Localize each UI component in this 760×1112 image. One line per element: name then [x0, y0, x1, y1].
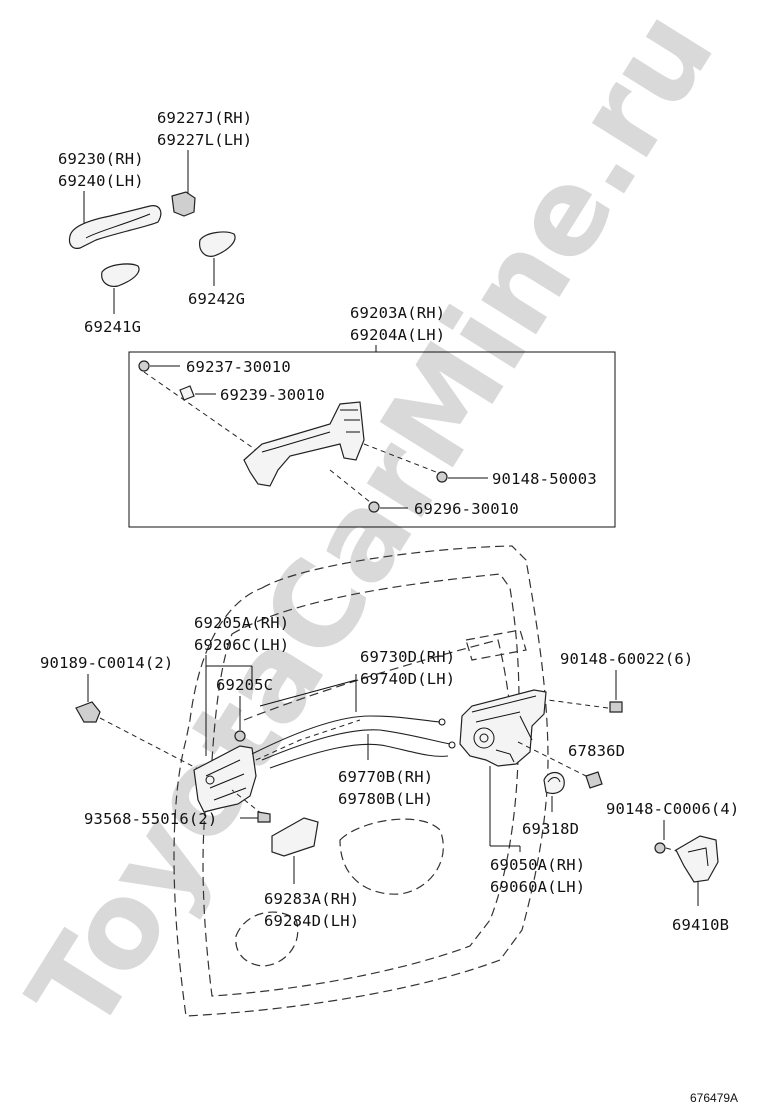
label-69227l[interactable]: 69227L(LH)	[157, 131, 252, 149]
label-69296[interactable]: 69296-30010	[414, 500, 519, 518]
control-cable-upper	[251, 715, 441, 755]
door-clip-part	[75, 701, 101, 723]
frame-assembly-box	[128, 351, 616, 528]
handle-bezel-part	[271, 817, 319, 857]
screw-93568-part	[257, 811, 271, 823]
label-69740d[interactable]: 69740D(LH)	[360, 670, 455, 688]
handle-cap-part	[171, 191, 196, 217]
control-cable-middle	[261, 729, 451, 761]
label-69204a[interactable]: 69204A(LH)	[350, 326, 445, 344]
figure-number: 676479A	[690, 1091, 738, 1105]
door-lock-assembly-part	[459, 689, 547, 767]
pin-part	[179, 385, 195, 401]
label-69240[interactable]: 69240(LH)	[58, 172, 144, 190]
label-69410b[interactable]: 69410B	[672, 916, 729, 934]
handle-pad-front-part	[101, 263, 140, 287]
label-69318d[interactable]: 69318D	[522, 820, 579, 838]
label-69241g[interactable]: 69241G	[84, 318, 141, 336]
label-69230[interactable]: 69230(RH)	[58, 150, 144, 168]
handle-pad-rear-part	[199, 231, 236, 257]
label-69730d[interactable]: 69730D(RH)	[360, 648, 455, 666]
screw-part	[368, 501, 380, 513]
label-69239[interactable]: 69239-30010	[220, 386, 325, 404]
label-69283a[interactable]: 69283A(RH)	[264, 890, 359, 908]
label-67836d[interactable]: 67836D	[568, 742, 625, 760]
label-69237[interactable]: 69237-30010	[186, 358, 291, 376]
label-90148-c0006[interactable]: 90148-C0006(4)	[606, 800, 739, 818]
control-cable-lower	[269, 743, 449, 769]
label-90189[interactable]: 90189-C0014(2)	[40, 654, 173, 672]
label-69050a[interactable]: 69050A(RH)	[490, 856, 585, 874]
seal-69318d-part	[543, 771, 565, 795]
label-93568[interactable]: 93568-55016(2)	[84, 810, 217, 828]
label-69227j[interactable]: 69227J(RH)	[157, 109, 252, 127]
label-69242g[interactable]: 69242G	[188, 290, 245, 308]
handle-frame-part	[243, 401, 365, 487]
door-striker-part	[675, 835, 719, 883]
label-69780b[interactable]: 69780B(LH)	[338, 790, 433, 808]
label-69206c[interactable]: 69206C(LH)	[194, 636, 289, 654]
striker-bolt-part	[654, 842, 666, 854]
label-69205c[interactable]: 69205C	[216, 676, 273, 694]
label-90148-50003[interactable]: 90148-50003	[492, 470, 597, 488]
label-69060a[interactable]: 69060A(LH)	[490, 878, 585, 896]
label-69284d[interactable]: 69284D(LH)	[264, 912, 359, 930]
label-69770b[interactable]: 69770B(RH)	[338, 768, 433, 786]
label-69205a[interactable]: 69205A(RH)	[194, 614, 289, 632]
label-90148-60022[interactable]: 90148-60022(6)	[560, 650, 693, 668]
handle-clip-part	[234, 730, 246, 742]
lock-cover-67836d-part	[585, 771, 603, 789]
bolt-part	[436, 471, 448, 483]
bolt-60022-part	[609, 701, 623, 713]
label-69203a[interactable]: 69203A(RH)	[350, 304, 445, 322]
small-clip-part	[138, 360, 150, 372]
